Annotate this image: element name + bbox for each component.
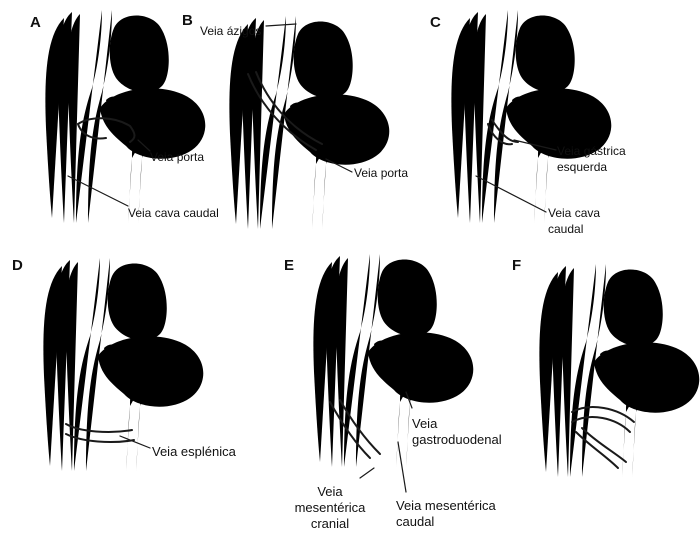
- panel-f-drawing: [0, 0, 700, 536]
- portosystemic-shunt-diagram: A B C D E F: [0, 0, 700, 536]
